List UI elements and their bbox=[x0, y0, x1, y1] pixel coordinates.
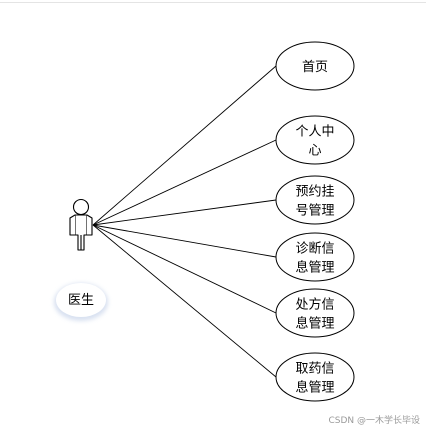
association-line-home bbox=[92, 65, 277, 226]
association-lines bbox=[92, 65, 277, 378]
use-case-label-line: 首页 bbox=[302, 60, 328, 75]
use-case-ellipse bbox=[275, 288, 355, 338]
use-case-label-line: 诊断信 bbox=[295, 242, 334, 257]
association-line-personal-center bbox=[92, 139, 277, 226]
top-divider bbox=[0, 2, 426, 3]
association-line-diagnosis-info-management bbox=[92, 224, 277, 258]
actor-left-arm bbox=[69, 214, 76, 236]
actor-label-bg bbox=[56, 283, 106, 317]
use-case-label-line: 号管理 bbox=[295, 204, 334, 219]
association-line-prescription-info-management bbox=[92, 224, 277, 314]
use-case-label-line: 息管理 bbox=[295, 380, 334, 396]
watermark: CSDN @一木学长毕设 bbox=[328, 416, 420, 426]
use-case-ellipse bbox=[275, 352, 355, 402]
use-case-ellipse bbox=[275, 115, 355, 165]
association-line-medicine-pickup-info-management bbox=[92, 224, 277, 378]
use-case-label-line: 个人中 bbox=[295, 125, 334, 140]
use-case-label-line: 处方信 bbox=[295, 297, 334, 313]
actor-doctor bbox=[69, 198, 93, 251]
actor-head bbox=[72, 198, 90, 216]
association-line-appointment-management bbox=[92, 199, 277, 226]
use-case-label-line: 息管理 bbox=[295, 316, 334, 332]
actor-label: 医生 bbox=[54, 283, 108, 321]
use-case-ellipse bbox=[275, 232, 355, 282]
actor-right-arm bbox=[86, 214, 93, 236]
use-case-ellipse bbox=[275, 175, 355, 225]
use-case-label-line: 心 bbox=[308, 144, 321, 159]
use-case-label-line: 息管理 bbox=[295, 260, 334, 276]
use-case-label-line: 预约挂 bbox=[295, 185, 334, 200]
actor-name: 医生 bbox=[68, 293, 94, 308]
use-case-label-line: 取药信 bbox=[295, 362, 334, 377]
use-case-home: 首页 bbox=[275, 41, 355, 91]
use-case-ellipse bbox=[275, 41, 355, 91]
